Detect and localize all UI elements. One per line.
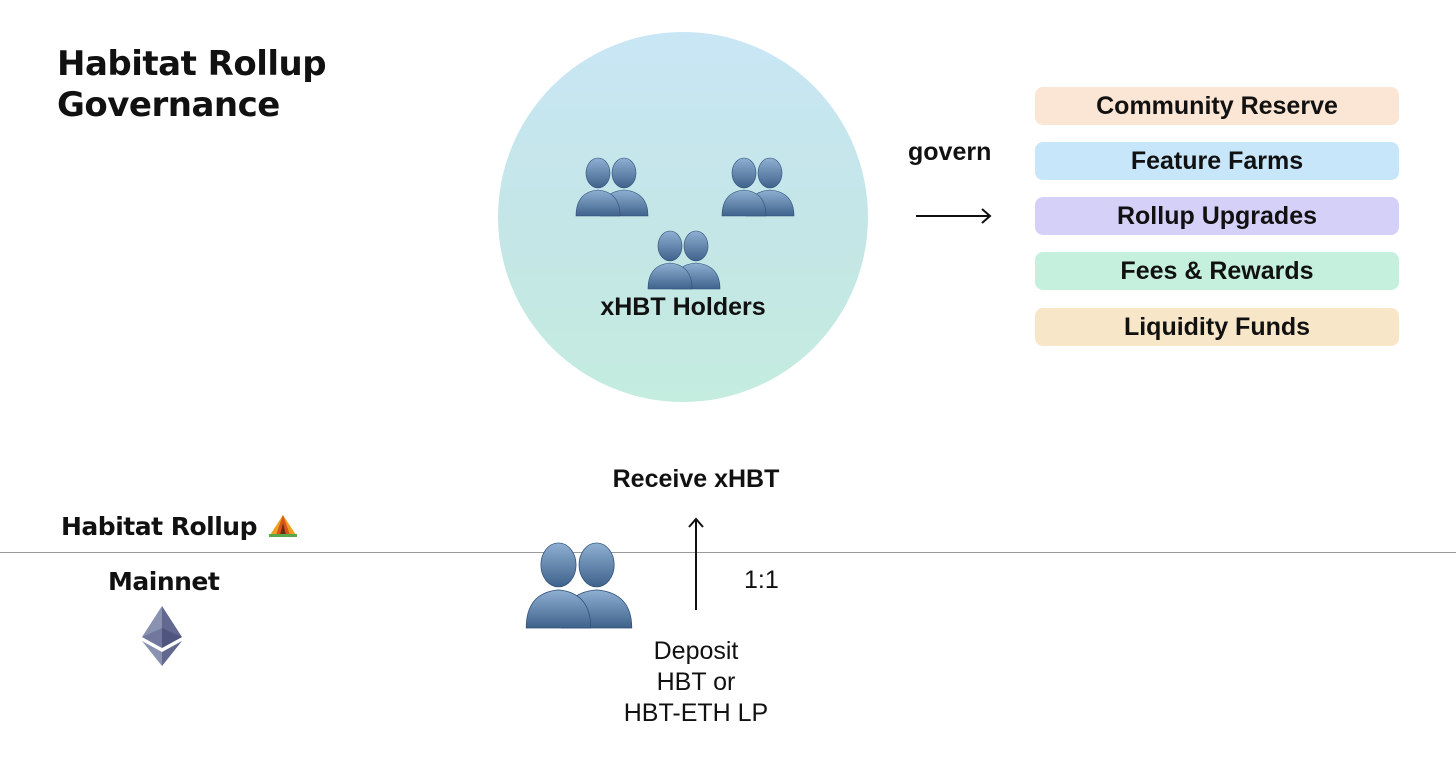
ethereum-icon [142, 606, 182, 666]
governed-item-label: Feature Farms [1130, 146, 1304, 175]
governed-item-rollup-upgrades: Rollup Upgrades [1035, 197, 1399, 235]
people-group-icon [525, 542, 633, 629]
deposit-line-1: Deposit [653, 637, 739, 665]
governed-item-liquidity-funds: Liquidity Funds [1035, 308, 1399, 346]
people-group-icon [721, 157, 795, 217]
governed-item-feature-farms: Feature Farms [1035, 142, 1399, 180]
conversion-ratio: 1:1 [744, 566, 779, 594]
receive-label: Receive xHBT [612, 465, 780, 493]
governed-item-label: Community Reserve [1096, 91, 1338, 120]
deposit-label: Deposit HBT or HBT-ETH LP [596, 636, 796, 729]
holders-label: xHBT Holders [600, 293, 766, 321]
governed-item-fees-rewards: Fees & Rewards [1035, 252, 1399, 290]
title-line-2: Governance [57, 85, 280, 125]
people-group-icon [647, 230, 721, 290]
people-group-icon [575, 157, 649, 217]
layer-divider [0, 552, 1456, 553]
rollup-layer-text: Habitat Rollup [61, 512, 258, 541]
governed-item-community-reserve: Community Reserve [1035, 87, 1399, 125]
rollup-layer-label: Habitat Rollup [61, 512, 298, 541]
arrow-up-icon [688, 517, 704, 610]
title-line-1: Habitat Rollup [57, 44, 327, 84]
page-title: Habitat Rollup Governance [57, 44, 377, 126]
governed-item-label: Liquidity Funds [1123, 312, 1311, 341]
governed-item-label: Fees & Rewards [1120, 256, 1314, 285]
governed-item-label: Rollup Upgrades [1116, 201, 1317, 230]
holders-circle [498, 32, 868, 402]
arrow-right-icon [916, 208, 992, 224]
deposit-line-2: HBT or [656, 668, 736, 696]
mainnet-layer-label: Mainnet [108, 567, 220, 596]
govern-label: govern [908, 138, 992, 166]
camping-tent-icon [269, 515, 298, 537]
deposit-line-3: HBT-ETH LP [623, 699, 769, 727]
